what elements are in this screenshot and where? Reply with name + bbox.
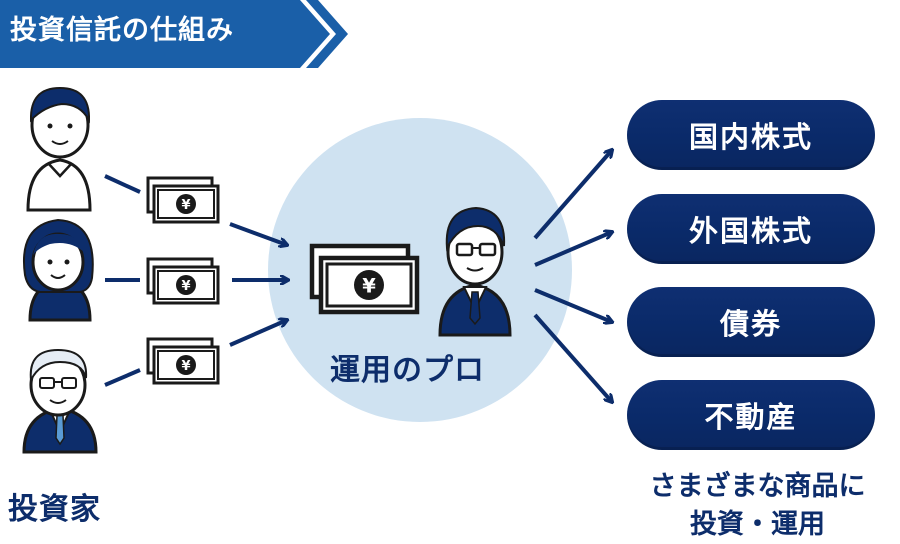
fund-manager-label: 運用のプロ [330,353,485,388]
page-title: 投資信託の仕組み [10,15,234,46]
banknote-icon [146,176,220,224]
fund-circle [268,118,572,422]
product-domestic-stocks: 国内株式 [627,100,875,170]
arrow-to-fund [229,320,287,347]
arrow-to-product [533,150,612,240]
products-caption: さまざまな商品に 投資・運用 [625,468,890,544]
arrow-to-product [533,313,612,402]
caption-line-2: 投資・運用 [690,509,825,540]
fund-manager-icon [438,206,512,337]
caption-line-1: さまざまな商品に [649,471,866,502]
product-foreign-stocks: 外国株式 [627,194,875,264]
arrow-to-fund [229,222,287,245]
banknote-icon [146,337,220,385]
banknote-icon [146,257,220,305]
investors-label: 投資家 [8,492,101,527]
banknote-stack-icon [312,246,417,312]
investor-woman-icon [23,218,94,322]
connector-line [104,368,141,387]
title-banner [0,0,348,68]
connector-line [104,174,141,194]
product-bonds: 債券 [627,287,875,357]
arrow-to-product [534,288,612,322]
investor-man-icon [26,86,92,212]
investor-senior-icon [22,348,98,454]
arrow-to-product [534,232,612,267]
product-real-estate: 不動産 [627,380,875,450]
